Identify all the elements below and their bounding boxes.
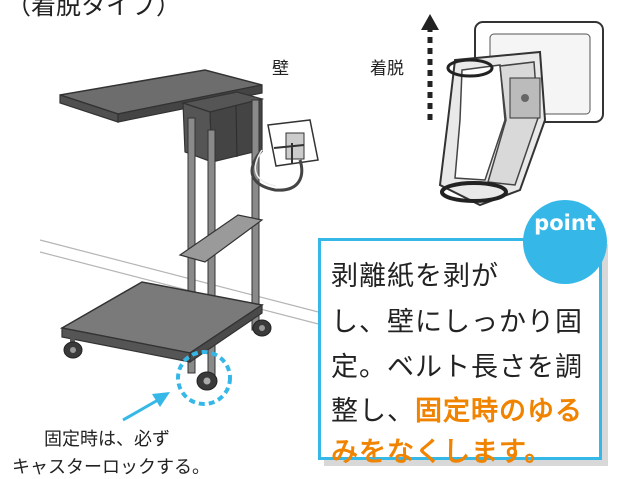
point-line-3: 定。ベルト長さを調 xyxy=(331,352,583,383)
point-line-4: 整し、固定時のゆる xyxy=(331,389,583,428)
point-line-4-plain: 整し、 xyxy=(331,396,415,427)
point-line-4-highlight: 固定時のゆる xyxy=(415,396,583,427)
point-line-5-highlight: みをなくします。 xyxy=(331,437,553,468)
wall-holder-small xyxy=(250,119,319,192)
point-badge: point xyxy=(523,200,607,284)
cart xyxy=(59,69,272,406)
detach-label: 着脱 xyxy=(370,59,404,79)
caption-line-1: 固定時は、必ず xyxy=(44,429,170,450)
wall-label: 壁 xyxy=(272,59,289,79)
wall-holder-large xyxy=(421,14,604,207)
header-text: （着脱タイプ） xyxy=(6,0,182,20)
pointer-arrow xyxy=(122,392,170,422)
point-line-1: 剥離紙を剥が xyxy=(331,261,499,292)
caption-line-2: キャスターロックする。 xyxy=(12,457,210,478)
point-line-2: し、壁にしっかり固 xyxy=(331,307,583,338)
